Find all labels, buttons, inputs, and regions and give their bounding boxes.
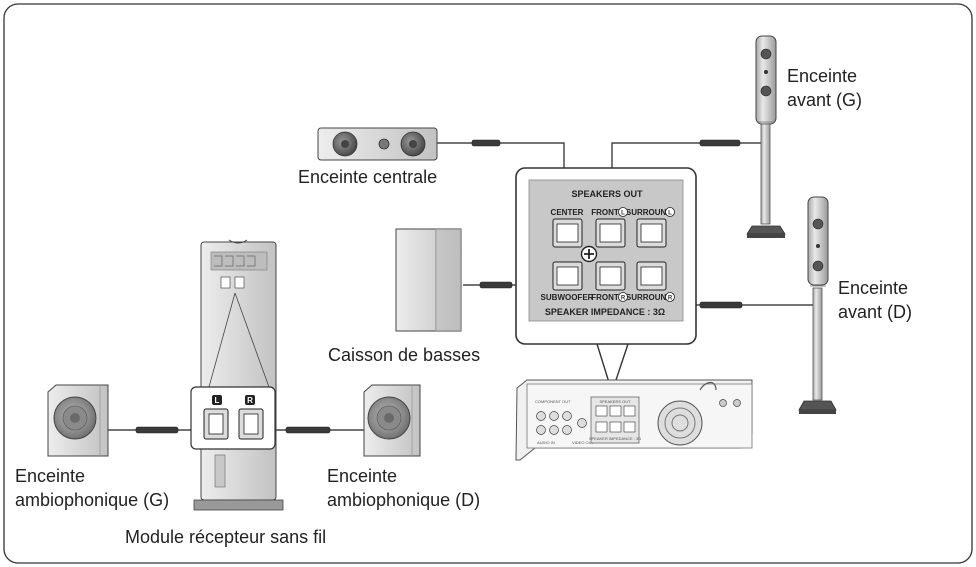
panel-label-front-bottom: FRONT — [591, 293, 619, 302]
speakers-out-panel: SPEAKERS OUT CENTER FRONT SURROUND SUBWO… — [515, 167, 697, 395]
panel-label-surround-bottom: SURROUND — [626, 293, 672, 302]
label-front-right: Enceinte avant (D) — [838, 278, 913, 322]
surround-left-speaker — [47, 384, 109, 457]
wire-plugs — [135, 139, 743, 434]
label-surround-left-line2: ambiophonique (G) — [15, 490, 169, 510]
front-right-speaker — [798, 196, 837, 414]
center-speaker — [317, 127, 438, 161]
label-front-right-line1: Enceinte — [838, 278, 908, 298]
label-front-left: Enceinte avant (G) — [787, 66, 862, 110]
badge-surround-r: R — [668, 296, 673, 302]
panel-label-surround-top: SURROUND — [626, 208, 672, 217]
panel-label-front-top: FRONT — [591, 208, 619, 217]
unit-speakers-out: SPEAKERS OUT — [599, 399, 631, 404]
panel-label-center: CENTER — [551, 208, 584, 217]
label-surround-left-line1: Enceinte — [15, 466, 85, 486]
panel-impedance: SPEAKER IMPEDANCE : 3Ω — [545, 307, 665, 317]
label-front-left-line1: Enceinte — [787, 66, 857, 86]
receiver-terminal-callout: L R — [190, 386, 276, 450]
panel-title: SPEAKERS OUT — [571, 189, 643, 199]
surround-right-speaker — [363, 384, 421, 457]
badge-surround-l: L — [668, 211, 672, 217]
badge-front-l: L — [621, 211, 625, 217]
label-surround-right: Enceinte ambiophonique (D) — [327, 466, 480, 510]
label-wireless-module: Module récepteur sans fil — [125, 527, 326, 547]
label-center-speaker: Enceinte centrale — [298, 167, 437, 187]
label-surround-left: Enceinte ambiophonique (G) — [15, 466, 169, 510]
label-subwoofer: Caisson de basses — [328, 345, 480, 365]
unit-video-out: VIDEO OUT — [572, 440, 595, 445]
front-left-speaker — [746, 35, 786, 238]
unit-impedance: SPEAKER IMPEDANCE : 3Ω — [589, 436, 641, 441]
unit-audio-in: AUDIO IN — [537, 440, 555, 445]
receiver-badge-r: R — [247, 396, 253, 405]
main-unit-rear: COMPONENT OUT AUDIO IN VIDEO OUT SPEAKER… — [515, 379, 753, 461]
label-surround-right-line2: ambiophonique (D) — [327, 490, 480, 510]
subwoofer — [395, 228, 462, 332]
label-front-right-line2: avant (D) — [838, 302, 912, 322]
label-front-left-line2: avant (G) — [787, 90, 862, 110]
fan-icon — [657, 400, 703, 446]
wireless-receiver-module — [193, 239, 284, 511]
badge-front-r: R — [621, 296, 626, 302]
unit-component-out: COMPONENT OUT — [535, 399, 571, 404]
receiver-badge-l: L — [215, 396, 220, 405]
panel-label-subwoofer: SUBWOOFER — [541, 293, 594, 302]
label-surround-right-line1: Enceinte — [327, 466, 397, 486]
